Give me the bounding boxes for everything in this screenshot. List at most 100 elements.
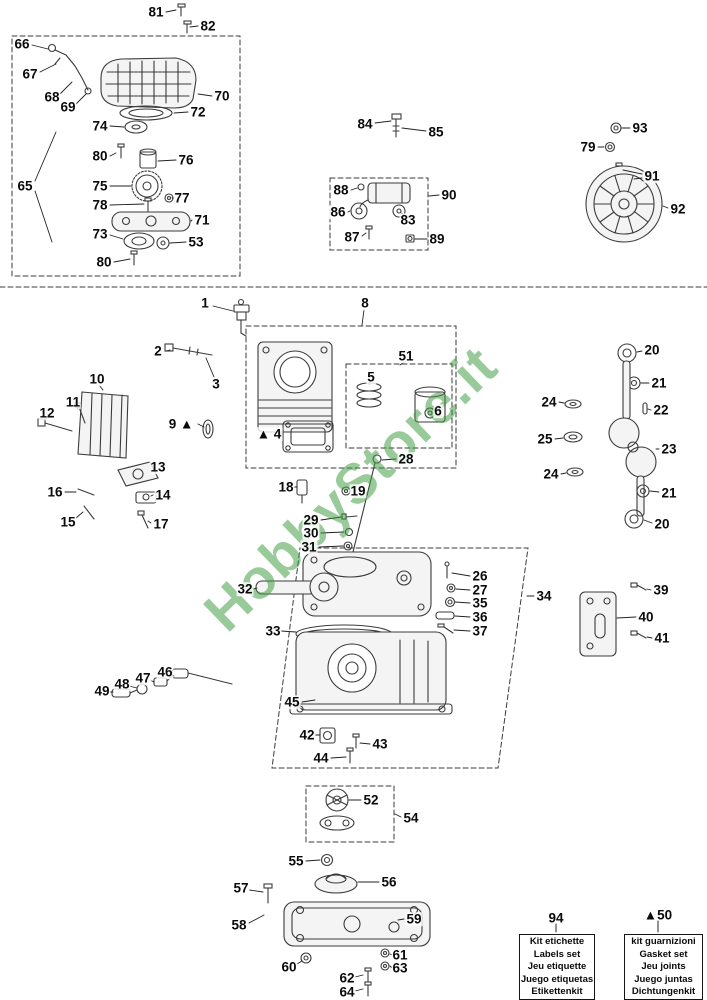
part-callout-75: 75: [91, 178, 109, 194]
part-callout-77: 77: [173, 190, 191, 206]
part-28-dipstick: [352, 454, 382, 553]
part-callout-54: 54: [402, 810, 420, 826]
gasket-kit-line-de: Dichtungenkit: [631, 986, 696, 998]
part-callout-78: 78: [91, 197, 109, 213]
group-outline-boxes: [0, 35, 707, 843]
part-66-69-starter-handle: [47, 43, 92, 95]
part-71-73-53-starter-base: [111, 211, 191, 266]
part-91-92-flywheel: [585, 162, 663, 243]
part-callout-28: 28: [397, 451, 415, 467]
labels-kit-line-fr: Jeu etiquette: [527, 961, 587, 973]
part-callout-48: 48: [113, 676, 131, 692]
part-callout-82: 82: [199, 18, 217, 34]
part-callout-80: 80: [95, 254, 113, 270]
labels-kit-line-it: Kit etichette: [529, 936, 585, 948]
part-callout-13: 13: [149, 459, 167, 475]
part-callout-3: 3: [211, 376, 221, 392]
part-callout-60: 60: [280, 959, 298, 975]
part-callout-21: 21: [650, 375, 668, 391]
gasket-kit-line-fr: Jeu joints: [641, 961, 686, 973]
part-callout-30: 30: [302, 525, 320, 541]
part-callout-71: 71: [193, 212, 211, 228]
part-callout-45: 45: [283, 694, 301, 710]
part-callout-6: 6: [433, 403, 443, 419]
part-callout-55: 55: [287, 853, 305, 869]
part-callout-90: 90: [440, 187, 458, 203]
part-13-17-intake-parts: [77, 461, 159, 529]
part-8-cylinder-block: [257, 341, 333, 433]
part-32-camshaft: [255, 572, 339, 602]
part-callout-52: 52: [362, 792, 380, 808]
part-callout-21: 21: [660, 485, 678, 501]
part-callout-81: 81: [147, 4, 165, 20]
part-5-6-piston-rings: [356, 382, 446, 423]
part-81-82-screws: [177, 3, 192, 34]
part-callout-44: 44: [312, 750, 330, 766]
part-18-19-breather: [296, 479, 351, 504]
part-26-37-governor-parts: [435, 561, 456, 634]
part-callout-17: 17: [152, 516, 170, 532]
part-callout-29: 29: [302, 512, 320, 528]
part-callout-92: 92: [669, 201, 687, 217]
part-callout-68: 68: [43, 89, 61, 105]
part-callout-93: 93: [631, 120, 649, 136]
part-callout-67: 67: [21, 66, 39, 82]
gasket-kit-line-it: kit guarnizioni: [631, 936, 696, 948]
gasket-kit-triangle-icon: ▲: [643, 907, 658, 923]
gasket-kit-line-es: Juego juntas: [634, 973, 693, 985]
part-callout-76: 76: [177, 152, 195, 168]
part-callout-15: 15: [59, 514, 77, 530]
part-75-80-pulley-parts: [117, 143, 174, 212]
part-callout-18: 18: [277, 479, 295, 495]
part-callout-26: 26: [471, 568, 489, 584]
part-callout-11: 11: [64, 394, 82, 410]
part-callout-73: 73: [91, 226, 109, 242]
labels-kit-line-en: Labels set: [533, 948, 581, 960]
part-callout-34: 34: [535, 588, 553, 604]
part-callout-64: 64: [338, 984, 356, 1000]
kit-pointer-lines: [555, 920, 659, 933]
part-callout-12: 12: [38, 405, 56, 421]
part-42-44-plugs: [319, 727, 360, 764]
labels-kit-box: Kit etichette Labels set Jeu etiquette J…: [519, 934, 595, 1000]
part-callout-56: 56: [380, 874, 398, 890]
part-callout-1: 1: [200, 295, 210, 311]
part-callout-40: 40: [637, 609, 655, 625]
part-callout-37: 37: [471, 623, 489, 639]
part-callout-22: 22: [652, 402, 670, 418]
part-callout-25: 25: [536, 431, 554, 447]
part-callout-41: 41: [653, 630, 671, 646]
part-callout-87: 87: [343, 229, 361, 245]
part-callout-46: 46: [156, 664, 174, 680]
part-callout-61: 61: [391, 947, 409, 963]
part-callout-33: 33: [264, 623, 282, 639]
part-head-cover: [302, 551, 432, 617]
part-45-crankcase: [289, 631, 453, 715]
part-39-41-bracket: [579, 582, 647, 657]
labels-kit-number: 94: [548, 911, 563, 926]
part-callout-85: 85: [427, 124, 445, 140]
part-callout-89: 89: [428, 231, 446, 247]
part-callout-42: 42: [298, 727, 316, 743]
part-10-12-muffler: [37, 391, 129, 459]
callout-leader-lines: [31, 9, 669, 992]
part-83-90-ignition-coil: [350, 182, 415, 243]
part-79-93-nuts: [604, 122, 622, 153]
part-callout-53: 53: [187, 234, 205, 250]
part-70-starter-cover: [100, 57, 197, 109]
part-29-31-fasteners: [341, 513, 358, 551]
part-2-3-bolt: [164, 343, 213, 356]
gasket-kit-number-text: 50: [657, 907, 673, 923]
part-callout-39: 39: [652, 582, 670, 598]
part-callout-2: 2: [153, 343, 163, 359]
part-callout-16: 16: [46, 484, 64, 500]
part-callout-36: 36: [471, 609, 489, 625]
part-callout-83: 83: [399, 212, 417, 228]
part-callout-9: 9 ▲: [167, 416, 195, 432]
part-callout-91: 91: [643, 168, 661, 184]
part-callout-70: 70: [213, 88, 231, 104]
gasket-kit-number: ▲50: [644, 908, 672, 923]
part-callout-66: 66: [13, 36, 31, 52]
part-callout-35: 35: [471, 595, 489, 611]
part-callout-72: 72: [189, 104, 207, 120]
